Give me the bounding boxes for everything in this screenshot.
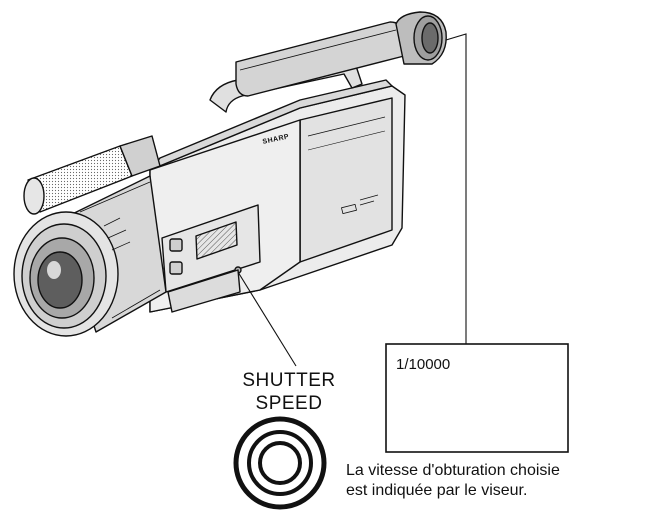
caption-line1: La vitesse d'obturation choisie bbox=[346, 462, 560, 479]
door-markings bbox=[341, 194, 379, 215]
lens-glass bbox=[37, 251, 83, 309]
side-button-upper bbox=[169, 238, 183, 252]
shutter-speed-knob bbox=[233, 416, 327, 510]
side-button-lower bbox=[169, 261, 183, 275]
side-display-window bbox=[195, 221, 238, 260]
shutter-leader-line bbox=[237, 271, 297, 367]
viewfinder-display-box bbox=[385, 343, 569, 453]
viewfinder-shutter-readout: 1/10000 bbox=[396, 356, 451, 373]
camcorder bbox=[13, 11, 447, 337]
caption-line2: est indiquée par le viseur. bbox=[346, 482, 528, 499]
shutter-speed-label-line1: SHUTTER bbox=[242, 370, 336, 391]
shutter-speed-label-line2: SPEED bbox=[255, 393, 323, 414]
lower-grip bbox=[167, 269, 241, 313]
microphone-mount bbox=[119, 135, 161, 177]
viewfinder-leader-line bbox=[445, 33, 467, 344]
microphone-tip bbox=[23, 177, 45, 215]
lens-grip-ribs bbox=[103, 217, 131, 251]
camera-top-face bbox=[149, 79, 393, 171]
